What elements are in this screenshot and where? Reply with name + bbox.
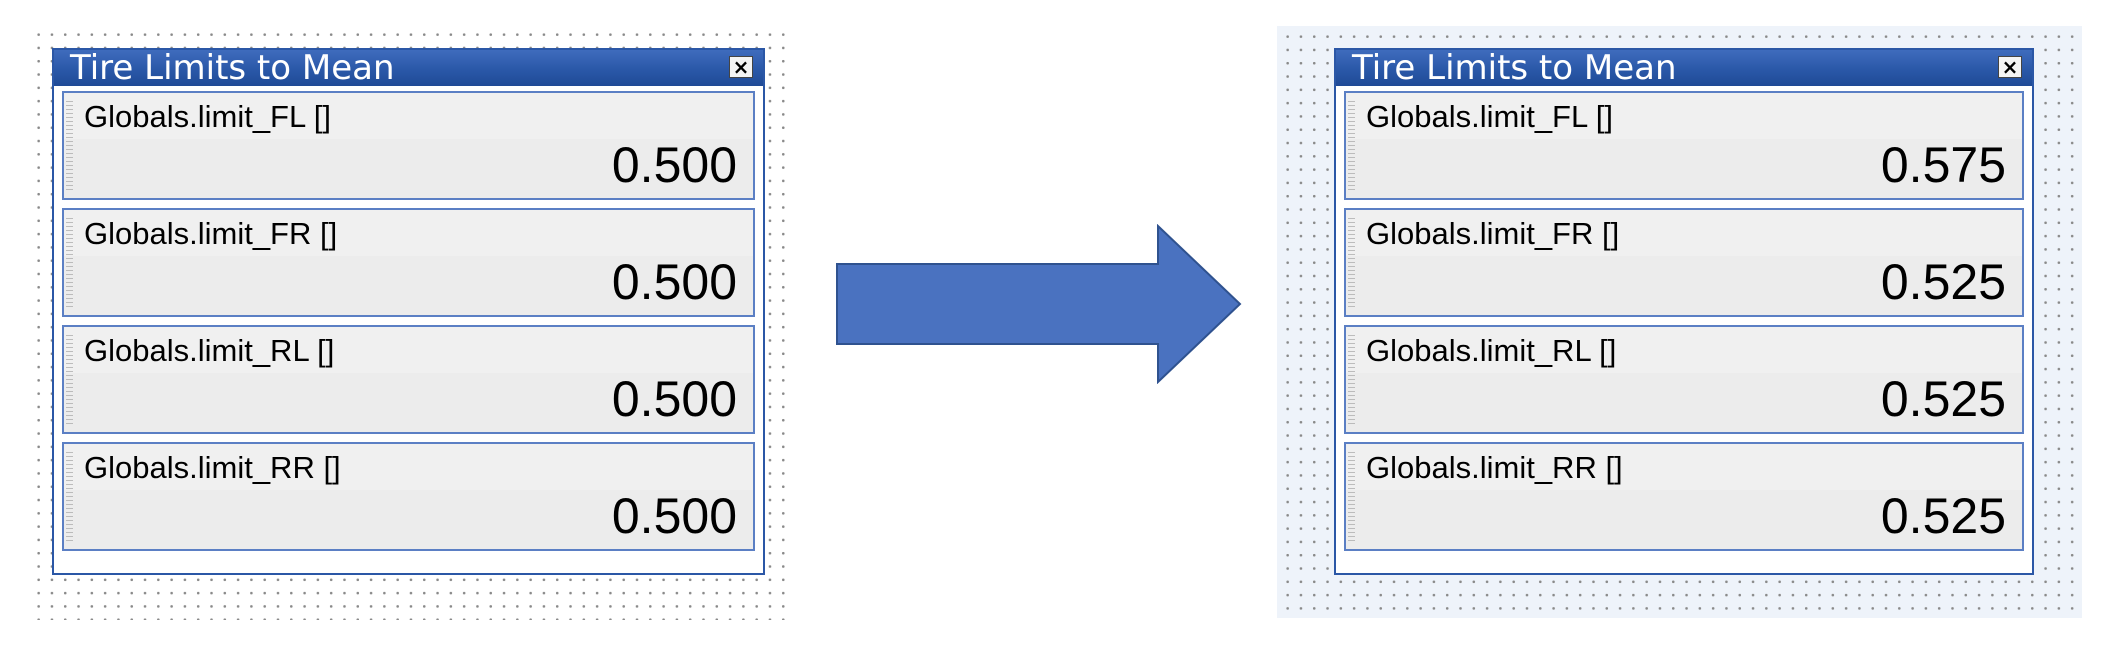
left-channel-rr[interactable]: Globals.limit_RR [] 0.500	[62, 442, 755, 551]
channel-value: 0.500	[611, 371, 737, 427]
right-display-panel[interactable]: Tire Limits to Mean × Globals.limit_FL […	[1334, 48, 2034, 575]
channel-value: 0.575	[1880, 137, 2006, 193]
channel-value: 0.500	[611, 488, 737, 544]
widget-header-band	[64, 210, 753, 256]
right-canvas: Tire Limits to Mean × Globals.limit_FL […	[1277, 26, 2082, 618]
channel-value: 0.525	[1880, 371, 2006, 427]
left-channel-fr[interactable]: Globals.limit_FR [] 0.500	[62, 208, 755, 317]
left-close-icon[interactable]: ×	[729, 56, 753, 78]
widget-header-band	[1346, 444, 2022, 490]
right-panel-title: Tire Limits to Mean	[1352, 50, 1677, 86]
left-channel-fl[interactable]: Globals.limit_FL [] 0.500	[62, 91, 755, 200]
channel-label: Globals.limit_FL []	[1366, 99, 1613, 134]
channel-label: Globals.limit_RR []	[84, 450, 341, 485]
channel-label: Globals.limit_RL []	[1366, 333, 1617, 368]
left-channel-rl[interactable]: Globals.limit_RL [] 0.500	[62, 325, 755, 434]
right-widget-list: Globals.limit_FL [] 0.575 Globals.limit_…	[1336, 86, 2032, 567]
left-display-panel[interactable]: Tire Limits to Mean × Globals.limit_FL […	[52, 48, 765, 575]
channel-label: Globals.limit_FR []	[1366, 216, 1620, 251]
right-close-icon[interactable]: ×	[1998, 56, 2022, 78]
channel-label: Globals.limit_FL []	[84, 99, 331, 134]
left-panel-titlebar[interactable]: Tire Limits to Mean ×	[54, 50, 763, 86]
channel-value: 0.525	[1880, 488, 2006, 544]
channel-label: Globals.limit_RR []	[1366, 450, 1623, 485]
widget-header-band	[1346, 93, 2022, 139]
left-canvas: Tire Limits to Mean × Globals.limit_FL […	[28, 24, 788, 620]
channel-value: 0.525	[1880, 254, 2006, 310]
widget-header-band	[64, 93, 753, 139]
widget-header-band	[64, 327, 753, 373]
right-channel-fr[interactable]: Globals.limit_FR [] 0.525	[1344, 208, 2024, 317]
right-channel-fl[interactable]: Globals.limit_FL [] 0.575	[1344, 91, 2024, 200]
widget-header-band	[1346, 327, 2022, 373]
right-channel-rr[interactable]: Globals.limit_RR [] 0.525	[1344, 442, 2024, 551]
right-arrow-icon	[836, 224, 1242, 384]
channel-value: 0.500	[611, 254, 737, 310]
right-panel-titlebar[interactable]: Tire Limits to Mean ×	[1336, 50, 2032, 86]
left-widget-list: Globals.limit_FL [] 0.500 Globals.limit_…	[54, 86, 763, 567]
left-panel-title: Tire Limits to Mean	[70, 50, 395, 86]
channel-label: Globals.limit_RL []	[84, 333, 335, 368]
widget-header-band	[64, 444, 753, 490]
channel-label: Globals.limit_FR []	[84, 216, 338, 251]
channel-value: 0.500	[611, 137, 737, 193]
right-channel-rl[interactable]: Globals.limit_RL [] 0.525	[1344, 325, 2024, 434]
widget-header-band	[1346, 210, 2022, 256]
